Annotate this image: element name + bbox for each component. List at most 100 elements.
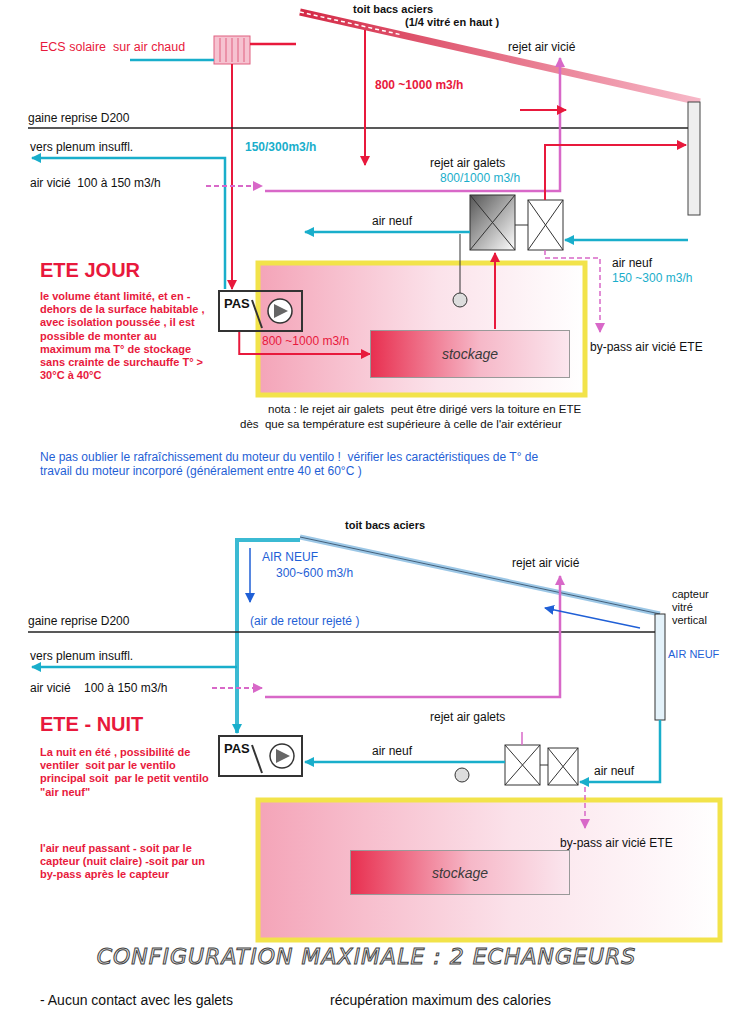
damper (252, 300, 262, 328)
roof-glazing (300, 12, 400, 35)
section-heading: ETE JOUR (40, 258, 140, 282)
collector-air-arrow (545, 608, 640, 628)
note-text: Ne pas oublier le rafraîchissement du mo… (40, 450, 570, 479)
heat-exchanger (528, 200, 563, 250)
exchanger-cross (548, 748, 578, 785)
bypass-duct (545, 250, 600, 332)
storage-label: stockage (442, 346, 498, 362)
fresh-air-duct (305, 231, 470, 234)
exhaust-arrow (206, 185, 262, 187)
exhaust-duct (265, 576, 560, 697)
roof-label: toit bacs aciers (353, 3, 433, 16)
flow-label: air neuf (594, 764, 634, 778)
roof-note: (1/4 vitré en haut ) (405, 16, 499, 29)
duct-note: (air de retour rejeté ) (250, 614, 359, 628)
duct-label: vers plenum insuffl. (30, 649, 133, 663)
duct-label: gaine reprise D200 (28, 614, 129, 628)
fan-blade (276, 749, 290, 763)
steel-roof (300, 12, 700, 102)
heat-exchanger (548, 748, 578, 785)
damper (252, 745, 262, 773)
air-handler-box: PAS (218, 735, 303, 777)
pebble-reject-duct (545, 145, 686, 200)
roof-air-duct (364, 30, 366, 165)
supply-duct (32, 666, 237, 669)
pebble-reject-duct (521, 732, 523, 745)
steel-roof (300, 537, 660, 614)
cold-water-pipe (130, 59, 214, 62)
pebble-air-duct (494, 253, 496, 329)
flow-label: rejet air vicié (512, 556, 579, 570)
flow-rate: 150/300m3/h (245, 140, 316, 154)
note-text: le volume étant limité, et en -dehors de… (40, 290, 210, 382)
footer-note: - Aucun contact avec les galets (40, 992, 233, 1009)
collector-bypass-duct (580, 720, 660, 782)
exchanger-coil (220, 38, 244, 62)
flow-label: rejet air galets (430, 710, 505, 724)
roof-edge (300, 537, 660, 614)
fresh-air-duct (565, 239, 688, 242)
flow-rate: 800 ~1000 m3/h (262, 334, 349, 348)
flow-label: rejet air vicié (508, 40, 575, 54)
duct-label: air vicié 100 à 150 m3/h (30, 681, 167, 695)
note-text: nota : le rejet air galets peut être dir… (268, 403, 581, 417)
fresh-air-duct (305, 761, 505, 764)
flow-rate: 800 ~1000 m3/h (375, 78, 463, 92)
heat-exchanger (505, 745, 540, 785)
insulated-storage-room (258, 800, 720, 940)
air-flow-connector (239, 332, 370, 354)
flow-label: air neuf (612, 256, 652, 270)
note-text: La nuit en été , possibilité de ventiler… (40, 746, 210, 799)
vertical-collector (655, 614, 665, 720)
diagram-title: CONFIGURATION MAXIMALE : 2 ECHANGEURS (0, 944, 733, 969)
hot-water-pipe (250, 43, 296, 46)
duct-label: vers plenum insuffl. (30, 140, 133, 154)
exchanger-link (515, 225, 528, 226)
note-text: l'air neuf passant - soit par le capteur… (40, 842, 210, 882)
exhaust-arrow (212, 687, 262, 689)
pebble-storage: stockage (350, 850, 570, 895)
footer-note: récupération maximum des calories (330, 992, 551, 1009)
note-text: dès que sa température est supérieure à … (240, 418, 562, 432)
fan-duct (460, 234, 461, 293)
roof-air-arrow (520, 109, 566, 111)
main-fan (268, 299, 292, 323)
flow-rate: 150 ~300 m3/h (612, 271, 692, 285)
fresh-air-arrow (249, 548, 251, 602)
hot-air-duct (231, 64, 233, 289)
roof-label: toit bacs aciers (345, 519, 425, 532)
main-fan (270, 744, 294, 768)
flow-label: air neuf (372, 744, 412, 758)
section-heading: ETE - NUIT (40, 712, 143, 736)
return-duct (28, 127, 688, 129)
heat-exchanger (470, 195, 515, 250)
bypass-label: by-pass air vicié ETE (560, 836, 673, 850)
flow-label: air neuf (372, 214, 412, 228)
fan-blade (274, 304, 288, 318)
insulated-storage-room (258, 263, 585, 395)
pebble-storage: stockage (370, 330, 570, 378)
box-label: PAS (224, 741, 250, 756)
flow-label: AIR NEUF (668, 648, 719, 661)
collector-label: capteur vitré vertical (672, 588, 730, 628)
exchanger-cross (528, 200, 563, 250)
air-handler-box: PAS (218, 290, 303, 332)
box-label: PAS (224, 296, 250, 311)
duct-label: air vicié 100 à 150 m3/h (30, 176, 161, 190)
bypass-label: by-pass air vicié ETE (590, 340, 703, 354)
exchanger-cross (470, 195, 515, 250)
exchanger-cross (505, 745, 540, 785)
flow-rate: 300~600 m3/h (276, 566, 353, 580)
duct-label: gaine reprise D200 (28, 111, 129, 125)
flow-label: ECS solaire sur air chaud (40, 40, 185, 55)
solar-dhw-exchanger (214, 36, 250, 64)
fresh-air-fan (453, 293, 467, 307)
flow-label: AIR NEUF (262, 550, 318, 564)
exhaust-duct (265, 58, 560, 191)
fresh-air-fan (455, 768, 469, 782)
bypass-duct (584, 787, 586, 828)
flow-label: rejet air galets (430, 156, 505, 170)
flow-rate: 800/1000 m3/h (440, 171, 520, 185)
exchanger-link (540, 765, 548, 766)
vertical-panel (688, 102, 700, 215)
